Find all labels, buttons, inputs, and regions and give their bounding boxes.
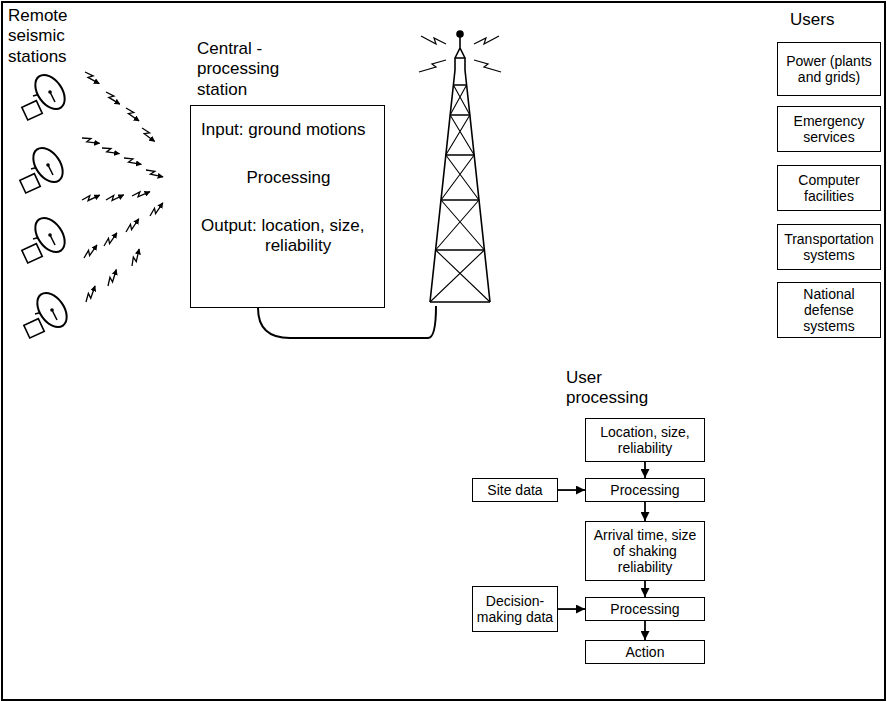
radio-tower <box>419 31 501 302</box>
flow-arrow <box>644 621 646 640</box>
section-heading: User processing <box>566 368 666 409</box>
input-box: Site data <box>472 478 558 502</box>
flow-arrow <box>558 489 585 491</box>
station-box: Central - processing stationInput: groun… <box>190 105 385 308</box>
user-box: Computer facilities <box>777 165 881 211</box>
process-box: Processing <box>585 597 705 621</box>
process-box: Arrival time, size of shaking reliabilit… <box>585 521 705 581</box>
box-text: Transportation systems <box>781 231 877 263</box>
box-text: Action <box>626 644 665 660</box>
box-text: Site data <box>487 482 542 498</box>
box-text: Processing <box>610 601 679 617</box>
user-box: Transportation systems <box>777 224 881 270</box>
station-heading: Central - processing station <box>197 39 317 100</box>
box-text: Input: ground motions <box>201 120 381 140</box>
box-text: Computer facilities <box>781 172 877 204</box>
users-heading: Users <box>790 10 870 30</box>
user-box: Power (plants and grids) <box>777 42 881 96</box>
box-text: Processing <box>610 482 679 498</box>
flow-arrow <box>644 581 646 597</box>
signal-arrows <box>82 70 166 303</box>
box-text: National defense systems <box>781 286 877 334</box>
process-box: Processing <box>585 478 705 502</box>
box-text: Processing <box>191 168 386 188</box>
flow-arrow <box>558 608 585 610</box>
user-box: Emergency services <box>777 106 881 152</box>
flow-arrow <box>644 462 646 478</box>
box-text: Location, size, reliability <box>589 424 701 456</box>
process-box: Location, size, reliability <box>585 418 705 462</box>
seismic-station <box>22 70 71 120</box>
box-text: Power (plants and grids) <box>781 53 877 85</box>
seismic-station <box>20 143 69 193</box>
seismic-station <box>24 288 73 338</box>
box-text: Decision-making data <box>476 593 554 625</box>
user-box: National defense systems <box>777 282 881 338</box>
box-text: Arrival time, size of shaking reliabilit… <box>589 527 701 575</box>
cable <box>258 306 436 338</box>
box-text: Output: location, size, reliability <box>201 216 376 257</box>
seismic-station <box>22 213 71 263</box>
stations-heading: Remote seismic stations <box>8 6 118 67</box>
box-text: Emergency services <box>781 113 877 145</box>
input-box: Decision-making data <box>472 586 558 632</box>
process-box: Action <box>585 640 705 664</box>
flow-arrow <box>644 502 646 521</box>
